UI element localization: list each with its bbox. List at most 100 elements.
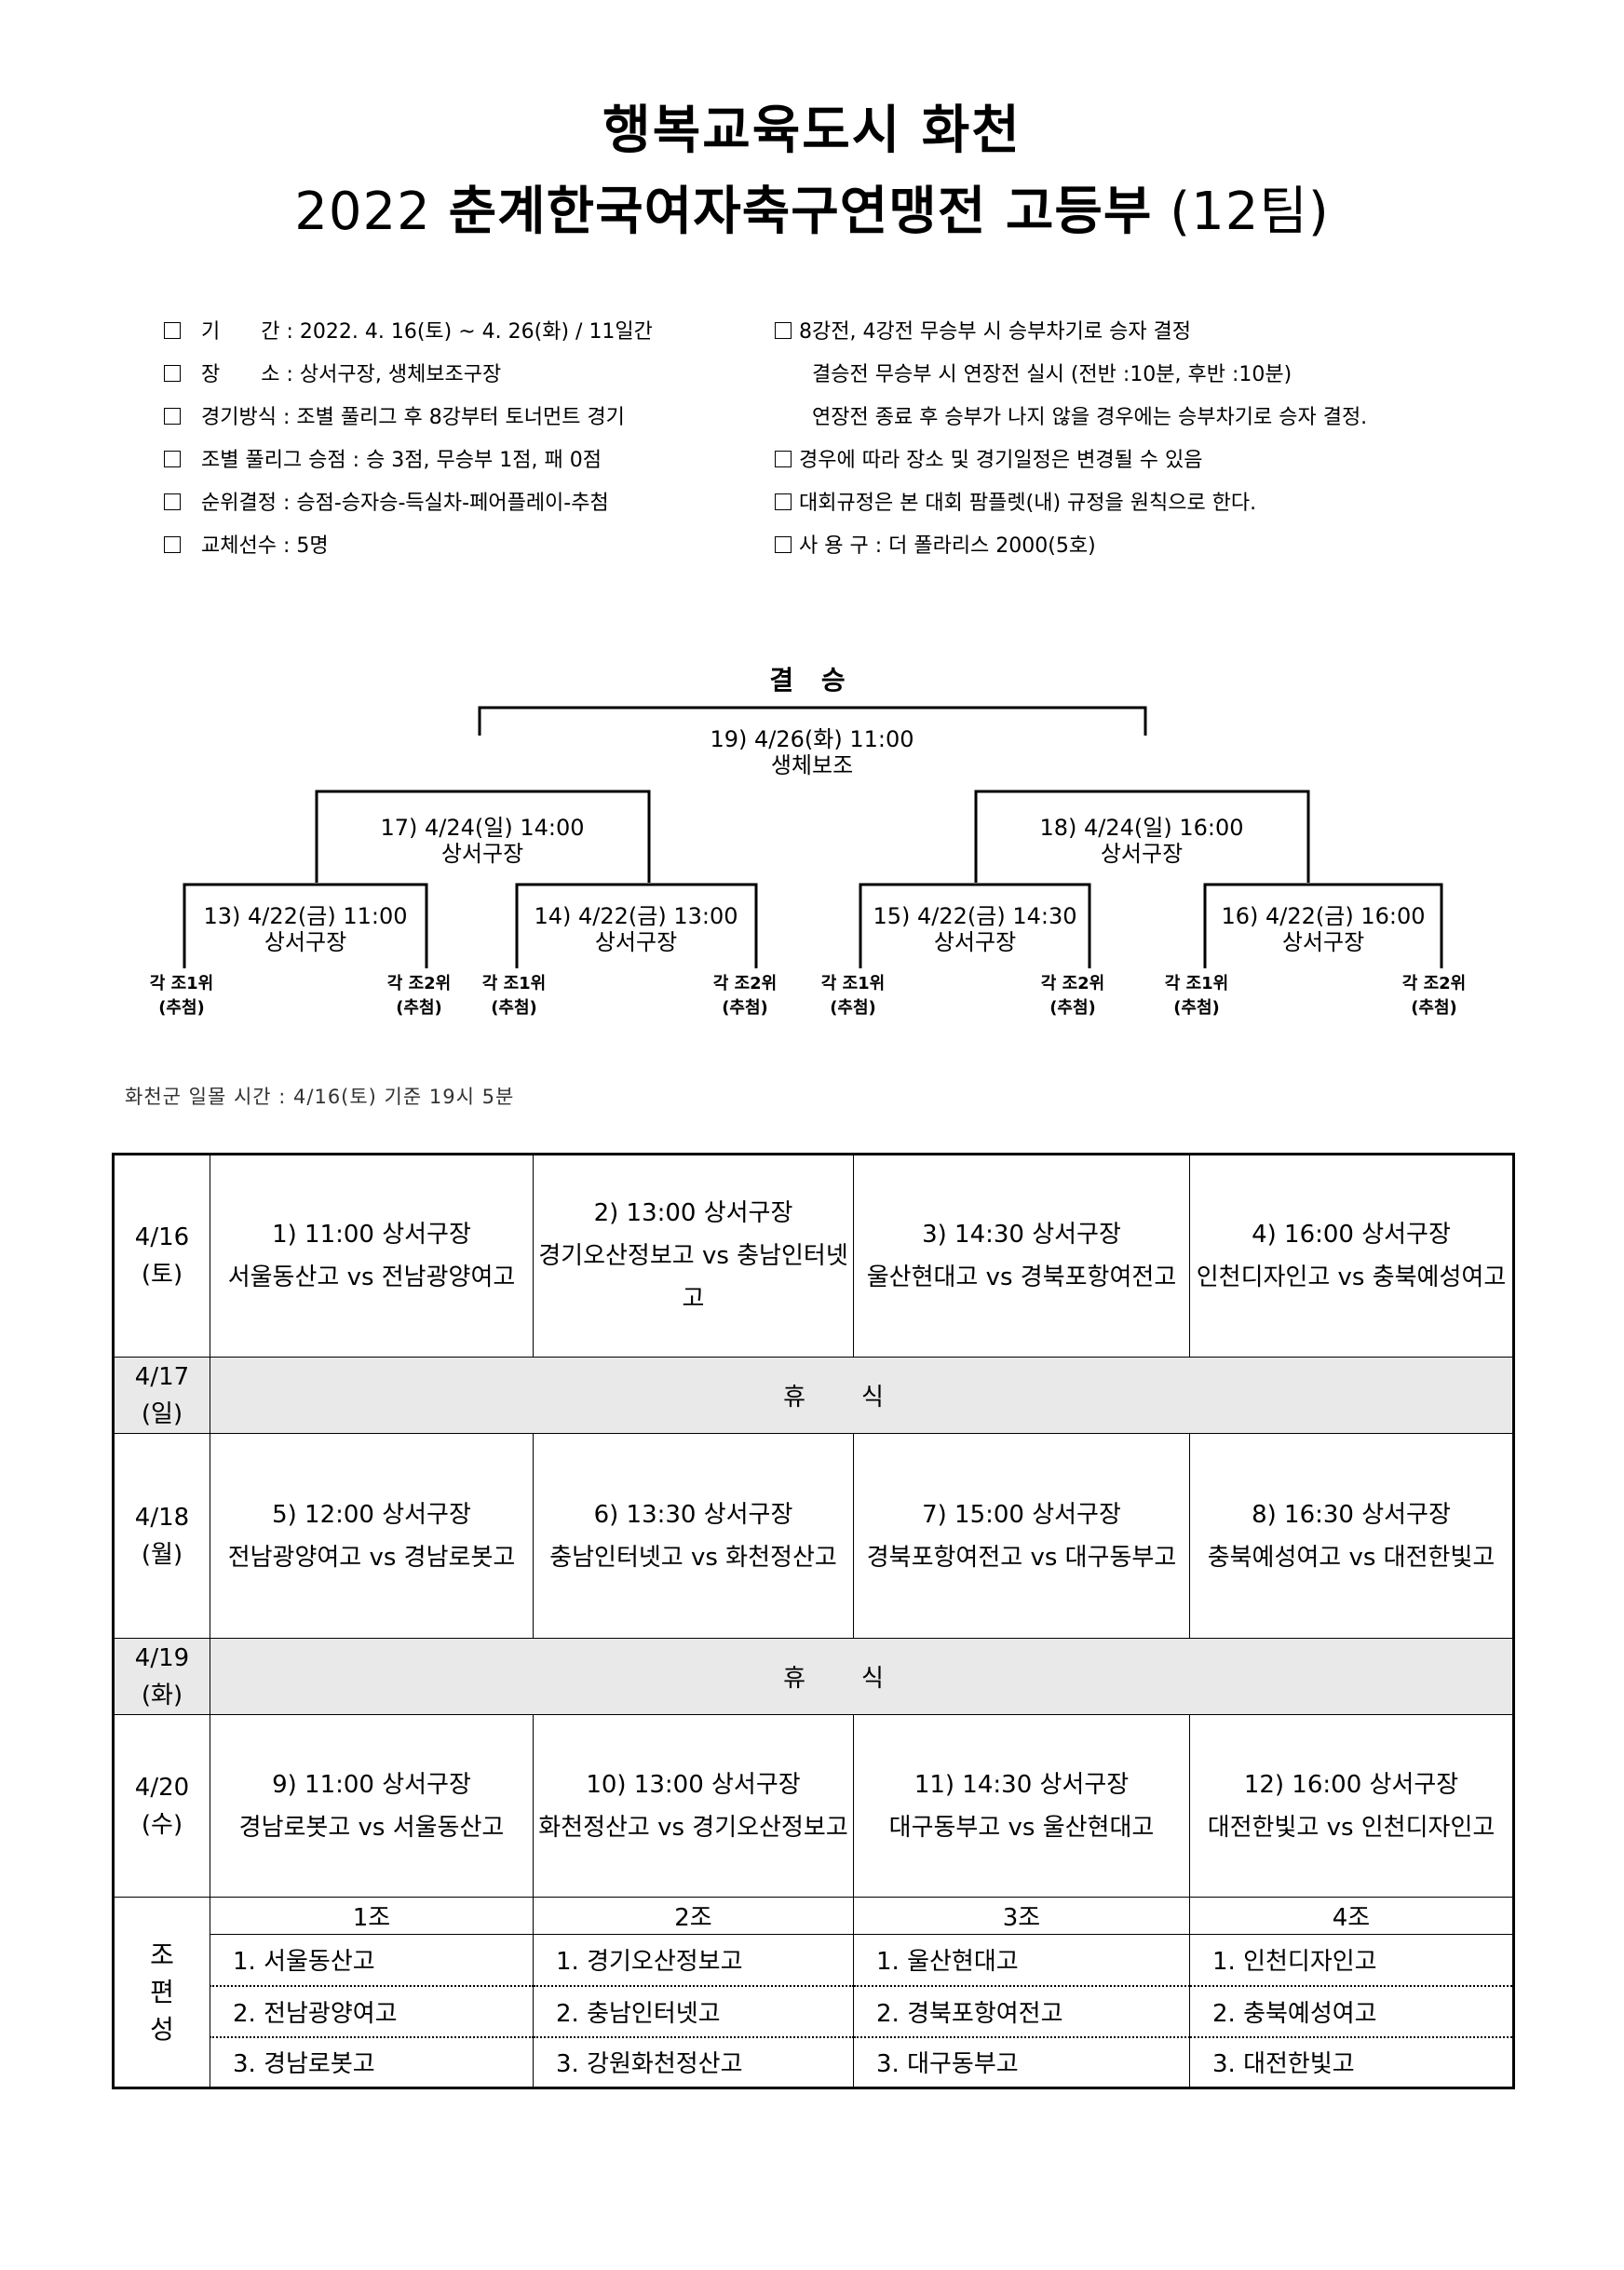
schedule-row: 4/17(일) 휴식 xyxy=(113,1357,1514,1434)
game-header: 11) 14:30 상서구장 xyxy=(914,1770,1130,1799)
quarter-time: 13) 4/22(금) 11:00 xyxy=(203,903,407,929)
game-header: 10) 13:00 상서구장 xyxy=(586,1770,801,1799)
game-match: 전남광양여고 vs 경남로봇고 xyxy=(227,1543,516,1572)
checkbox-icon xyxy=(775,451,792,467)
tournament-name: 춘계한국여자축구연맹전 고등부 xyxy=(448,182,1153,242)
game-header: 6) 13:30 상서구장 xyxy=(593,1500,793,1529)
info-item: 장 소 : 상서구장, 생체보조구장 xyxy=(164,354,653,397)
info-item: 기 간 : 2022. 4. 16(토) ~ 4. 26(화) / 11일간 xyxy=(164,311,653,354)
date-cell: 4/20 (수) xyxy=(113,1714,210,1898)
bracket-line-semi-right xyxy=(974,790,1310,883)
info-item: 조별 풀리그 승점 : 승 3점, 무승부 1점, 패 0점 xyxy=(164,439,653,482)
leaf-label: 각 조2위 xyxy=(387,974,451,993)
info-text: 사 용 구 : 더 폴라리스 2000(5호) xyxy=(799,534,1096,558)
tournament-bracket: 결 승 19) 4/26(화) 11:00 생체보조 17) 4/24(일) 1… xyxy=(150,665,1466,1018)
date-cell: 4/17(일) xyxy=(113,1357,210,1434)
game-match: 충북예성여고 vs 대전한빛고 xyxy=(1207,1543,1495,1572)
group-team: 2. 충남인터넷고 xyxy=(533,1985,854,2038)
document-title: 행복교육도시 화천 xyxy=(602,101,1022,161)
group-header: 3조 xyxy=(853,1897,1190,1935)
game-header: 5) 12:00 상서구장 xyxy=(272,1500,471,1529)
final-time: 19) 4/26(화) 11:00 xyxy=(710,726,914,752)
checkbox-icon xyxy=(164,493,181,510)
tournament-year: 2022 xyxy=(294,182,431,242)
bracket-line-quarter-2 xyxy=(515,883,758,968)
info-item: 경기방식 : 조별 풀리그 후 8강부터 토너먼트 경기 xyxy=(164,397,653,439)
info-item: 대회규정은 본 대회 팜플렛(내) 규정을 원칙으로 한다. xyxy=(775,482,1367,525)
group-label-char: 편 xyxy=(150,1976,174,2007)
info-text: 기 간 : 2022. 4. 16(토) ~ 4. 26(화) / 11일간 xyxy=(201,320,653,344)
bracket-line-quarter-3 xyxy=(859,883,1091,968)
info-item: 연장전 종료 후 승부가 나지 않을 경우에는 승부차기로 승자 결정. xyxy=(775,397,1367,439)
group-row: 1. 서울동산고 1. 경기오산정보고 1. 울산현대고 1. 인천디자인고 xyxy=(114,1934,1514,1987)
leaf-sub: (추첨) xyxy=(396,998,442,1018)
quarter-time: 15) 4/22(금) 14:30 xyxy=(873,903,1076,929)
info-text: 경기방식 : 조별 풀리그 후 8강부터 토너먼트 경기 xyxy=(201,406,625,429)
group-team: 1. 인천디자인고 xyxy=(1189,1934,1514,1987)
bracket-line-quarter-4 xyxy=(1203,883,1443,968)
info-item: 결승전 무승부 시 연장전 실시 (전반 :10분, 후반 :10분) xyxy=(775,354,1367,397)
quarter-venue: 상서구장 xyxy=(595,929,677,955)
leaf-label: 각 조1위 xyxy=(482,974,546,993)
info-item: 경우에 따라 장소 및 경기일정은 변경될 수 있음 xyxy=(775,439,1367,482)
info-text: 결승전 무승부 시 연장전 실시 (전반 :10분, 후반 :10분) xyxy=(812,363,1292,386)
day-of-week: (수) xyxy=(141,1810,183,1839)
group-team: 1. 서울동산고 xyxy=(210,1934,534,1987)
sunset-note: 화천군 일몰 시간 : 4/16(토) 기준 19시 5분 xyxy=(125,1086,515,1108)
group-label-char: 성 xyxy=(150,2013,174,2045)
quarter-time: 14) 4/22(금) 13:00 xyxy=(534,903,738,929)
group-row: 3. 경남로봇고 3. 강원화천정산고 3. 대구동부고 3. 대전한빛고 xyxy=(114,2036,1514,2088)
date: 4/17 xyxy=(134,1362,190,1391)
leaf-sub: (추첨) xyxy=(1173,998,1220,1018)
semi-time: 17) 4/24(일) 14:00 xyxy=(380,815,584,841)
group-team: 2. 경북포항여전고 xyxy=(853,1985,1190,2038)
leaf-label: 각 조1위 xyxy=(1165,974,1228,993)
info-item: 8강전, 4강전 무승부 시 승부차기로 승자 결정 xyxy=(775,311,1367,354)
group-header: 4조 xyxy=(1189,1897,1514,1935)
bracket-line-semi-left xyxy=(315,790,651,883)
game-match: 화천정산고 vs 경기오산정보고 xyxy=(538,1813,848,1842)
bracket-line-final xyxy=(478,706,1147,736)
checkbox-icon xyxy=(775,322,792,339)
tournament-title: 2022 춘계한국여자축구연맹전 고등부 (12팀) xyxy=(0,169,1624,245)
game-match: 경북포항여전고 vs 대구동부고 xyxy=(866,1543,1177,1572)
info-text: 순위결정 : 승점-승자승-득실차-페어플레이-추첨 xyxy=(201,492,609,515)
schedule-row: 4/19(화) 휴식 xyxy=(113,1638,1514,1715)
group-label-cell: 조 편 성 xyxy=(113,1897,210,2088)
group-row: 2. 전남광양여고 2. 충남인터넷고 2. 경북포항여전고 2. 충북예성여고 xyxy=(114,1985,1514,2038)
game-match: 경남로봇고 vs 서울동산고 xyxy=(238,1813,505,1842)
game-header: 12) 16:00 상서구장 xyxy=(1243,1770,1459,1799)
group-team: 3. 강원화천정산고 xyxy=(533,2036,854,2088)
game-header: 7) 15:00 상서구장 xyxy=(922,1500,1121,1529)
quarter-time: 16) 4/22(금) 16:00 xyxy=(1221,903,1425,929)
info-text: 교체선수 : 5명 xyxy=(201,534,329,558)
checkbox-icon xyxy=(164,365,181,382)
leaf-sub: (추첨) xyxy=(1049,998,1096,1018)
game-header: 8) 16:30 상서구장 xyxy=(1252,1500,1451,1529)
date: 4/19 xyxy=(134,1643,190,1672)
checkbox-icon xyxy=(775,493,792,510)
quarter-venue: 상서구장 xyxy=(934,929,1016,955)
date-cell: 4/18(월) xyxy=(113,1433,210,1639)
date: 4/20 xyxy=(134,1773,190,1802)
group-label-char: 조 xyxy=(150,1939,174,1970)
info-text: 조별 풀리그 승점 : 승 3점, 무승부 1점, 패 0점 xyxy=(201,449,602,472)
date-cell: 4/16(토) xyxy=(113,1154,210,1358)
game-match: 대구동부고 vs 울산현대고 xyxy=(888,1813,1155,1842)
group-header: 1조 xyxy=(210,1897,534,1935)
game-match: 울산현대고 vs 경북포항여전고 xyxy=(866,1263,1177,1291)
info-right-list: 8강전, 4강전 무승부 시 승부차기로 승자 결정 결승전 무승부 시 연장전… xyxy=(775,311,1367,568)
info-text: 장 소 : 상서구장, 생체보조구장 xyxy=(201,363,502,386)
day-of-week: (월) xyxy=(141,1540,183,1569)
